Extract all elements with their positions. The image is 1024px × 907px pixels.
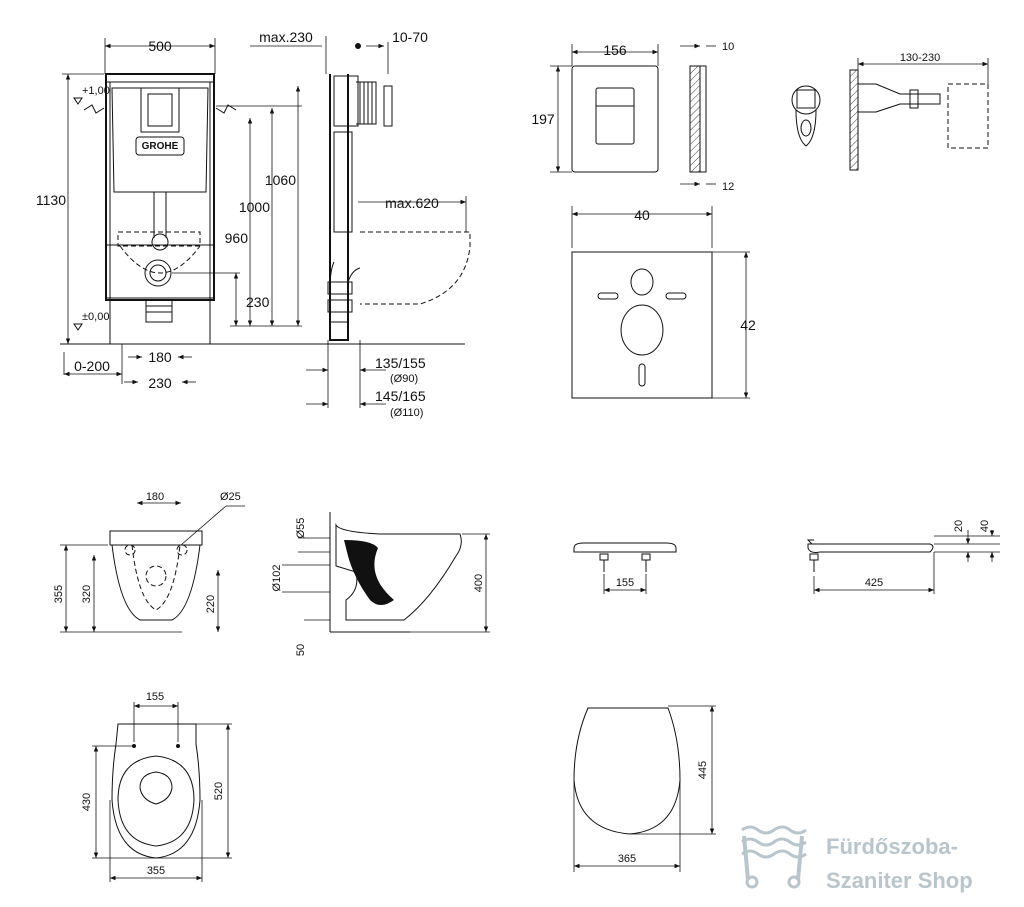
dim-bowl-holes: 180 [146,491,164,503]
dim-depth-max: max.230 [259,29,313,45]
bowl-top-view: 155 430 520 355 [81,691,232,882]
dim-bowl-d102: Ø102 [271,565,283,592]
dim-seat-top-length: 445 [697,761,709,779]
brand-label: GROHE [142,141,179,152]
dim-pipe2-dia: (Ø110) [390,407,423,419]
seat-side-view: 425 20 40 [806,520,1000,594]
dim-mat-width: 40 [634,207,650,223]
bowl-side-view: Ø55 Ø102 50 400 [271,512,490,656]
dim-mat-height: 42 [740,317,756,333]
dim-bowl-50: 50 [295,644,307,656]
level-top: +1,00 [82,85,110,97]
bowl-front-view: 180 Ø25 355 320 220 [53,491,245,633]
dim-plate-thick: 10 [722,41,734,53]
seat-top-view: 445 365 [573,705,716,872]
dim-h960: 960 [225,230,249,246]
dim-pipe1: 135/155 [375,355,426,371]
wall-bracket: 130-230 [791,52,989,171]
frame-side-view: max.230 10-70 max.620 135/155 (Ø90) 145/ [250,29,471,419]
dim-plate-offset: 12 [722,181,734,193]
seat-front-view: 155 [573,542,677,594]
frame-front-view: 500 GROHE +1,00 ±0,00 [36,38,465,391]
shop-logo-icon [741,825,807,889]
dim-offset: 0-200 [74,358,110,374]
dim-drain-offset: 230 [148,375,172,391]
dim-top-holes: 155 [146,691,164,703]
dim-bowl-355: 355 [53,585,65,603]
dim-bowl-220: 220 [205,595,217,613]
dim-top-520: 520 [213,782,225,800]
dim-h1060: 1060 [265,172,296,188]
dim-seat-top-width: 365 [618,853,636,865]
dim-h1000: 1000 [239,199,270,215]
dim-plate-height: 197 [531,111,555,127]
dim-bowl-400: 400 [473,574,485,592]
shop-watermark: Fürdőszoba- Szaniter Shop [741,825,973,893]
dim-range: 10-70 [392,29,428,45]
dim-seat-spacing: 155 [616,577,634,589]
dim-top-430: 430 [81,793,93,811]
dim-bowl-d55: Ø55 [295,518,307,539]
sound-mat: 40 42 [571,206,756,399]
dim-pipe1-dia: (Ø90) [390,373,418,385]
level-floor: ±0,00 [82,311,109,323]
dim-bowl-320: 320 [81,585,93,603]
dim-seat-40: 40 [979,520,991,532]
dim-seat-length: 425 [865,577,883,589]
watermark-line1: Fürdőszoba- [826,834,958,859]
dim-drain-spacing: 180 [148,349,172,365]
dim-bracket-range: 130-230 [900,52,940,64]
dim-hole-dia: Ø25 [220,491,241,503]
dim-plate-width: 156 [603,42,627,58]
dim-pipe2: 145/165 [375,388,426,404]
flush-plate: 156 197 10 12 [531,41,734,193]
dim-seat-20: 20 [953,520,965,532]
dim-bowl-reach: max.620 [385,195,439,211]
dim-frame-height: 1130 [36,192,66,208]
dim-top-width: 355 [147,865,165,877]
dim-drain-height: 230 [246,294,270,310]
watermark-line2: Szaniter Shop [826,868,973,893]
dim-frame-width: 500 [148,38,172,54]
